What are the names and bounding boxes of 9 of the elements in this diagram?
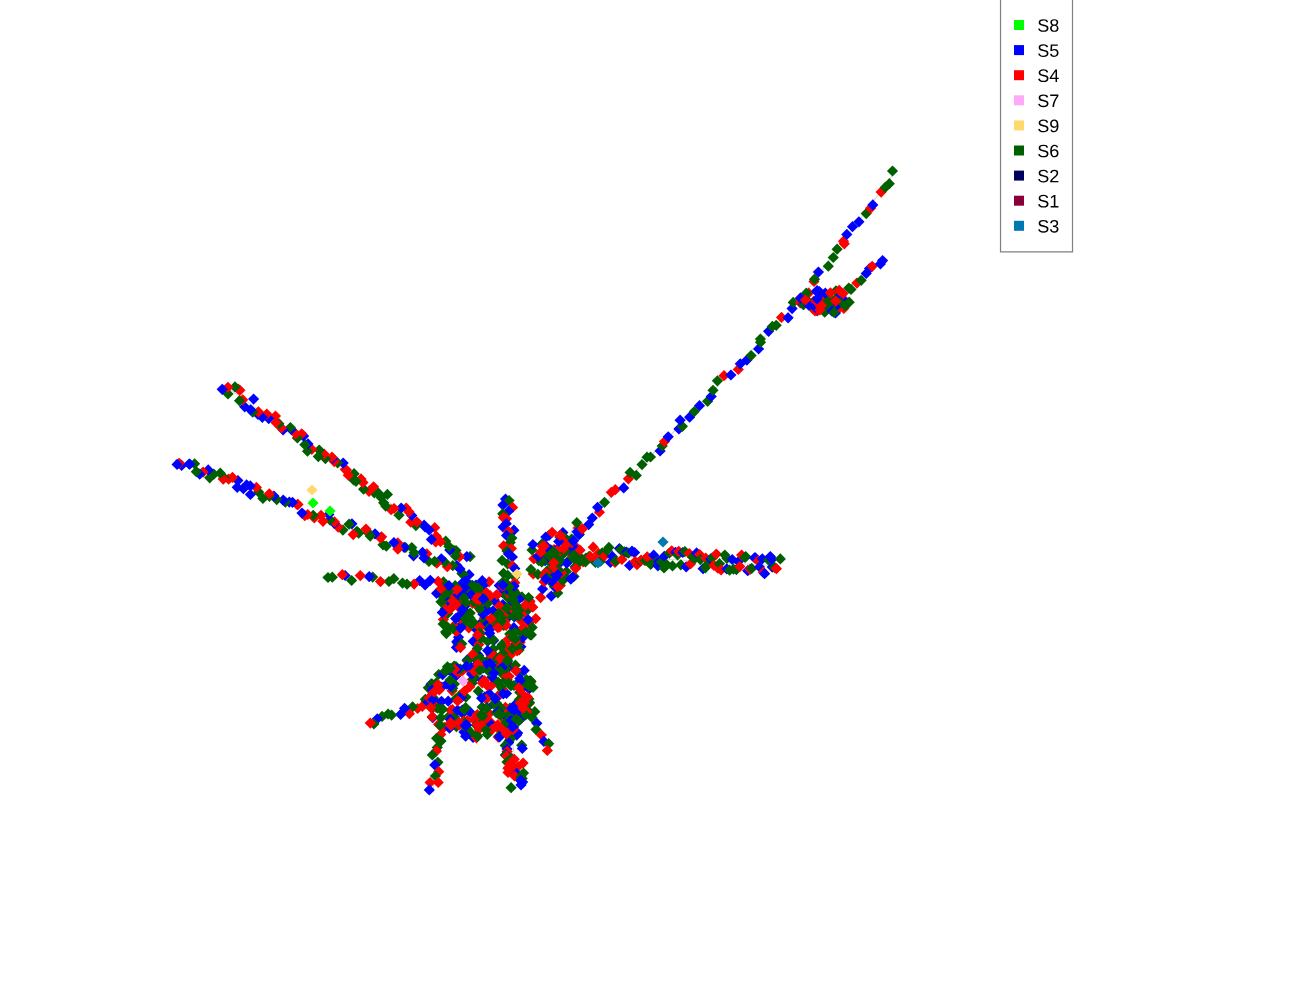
legend-label: S7 <box>1038 94 1059 108</box>
legend-label: S6 <box>1038 144 1059 158</box>
legend-label: S3 <box>1038 219 1059 233</box>
legend-label: S5 <box>1038 44 1059 57</box>
legend-label: S4 <box>1038 69 1059 83</box>
legend-label: S8 <box>1038 19 1059 32</box>
legend-label: S9 <box>1038 119 1059 133</box>
legend-label: S1 <box>1038 194 1059 208</box>
legend-label: S2 <box>1038 169 1059 183</box>
